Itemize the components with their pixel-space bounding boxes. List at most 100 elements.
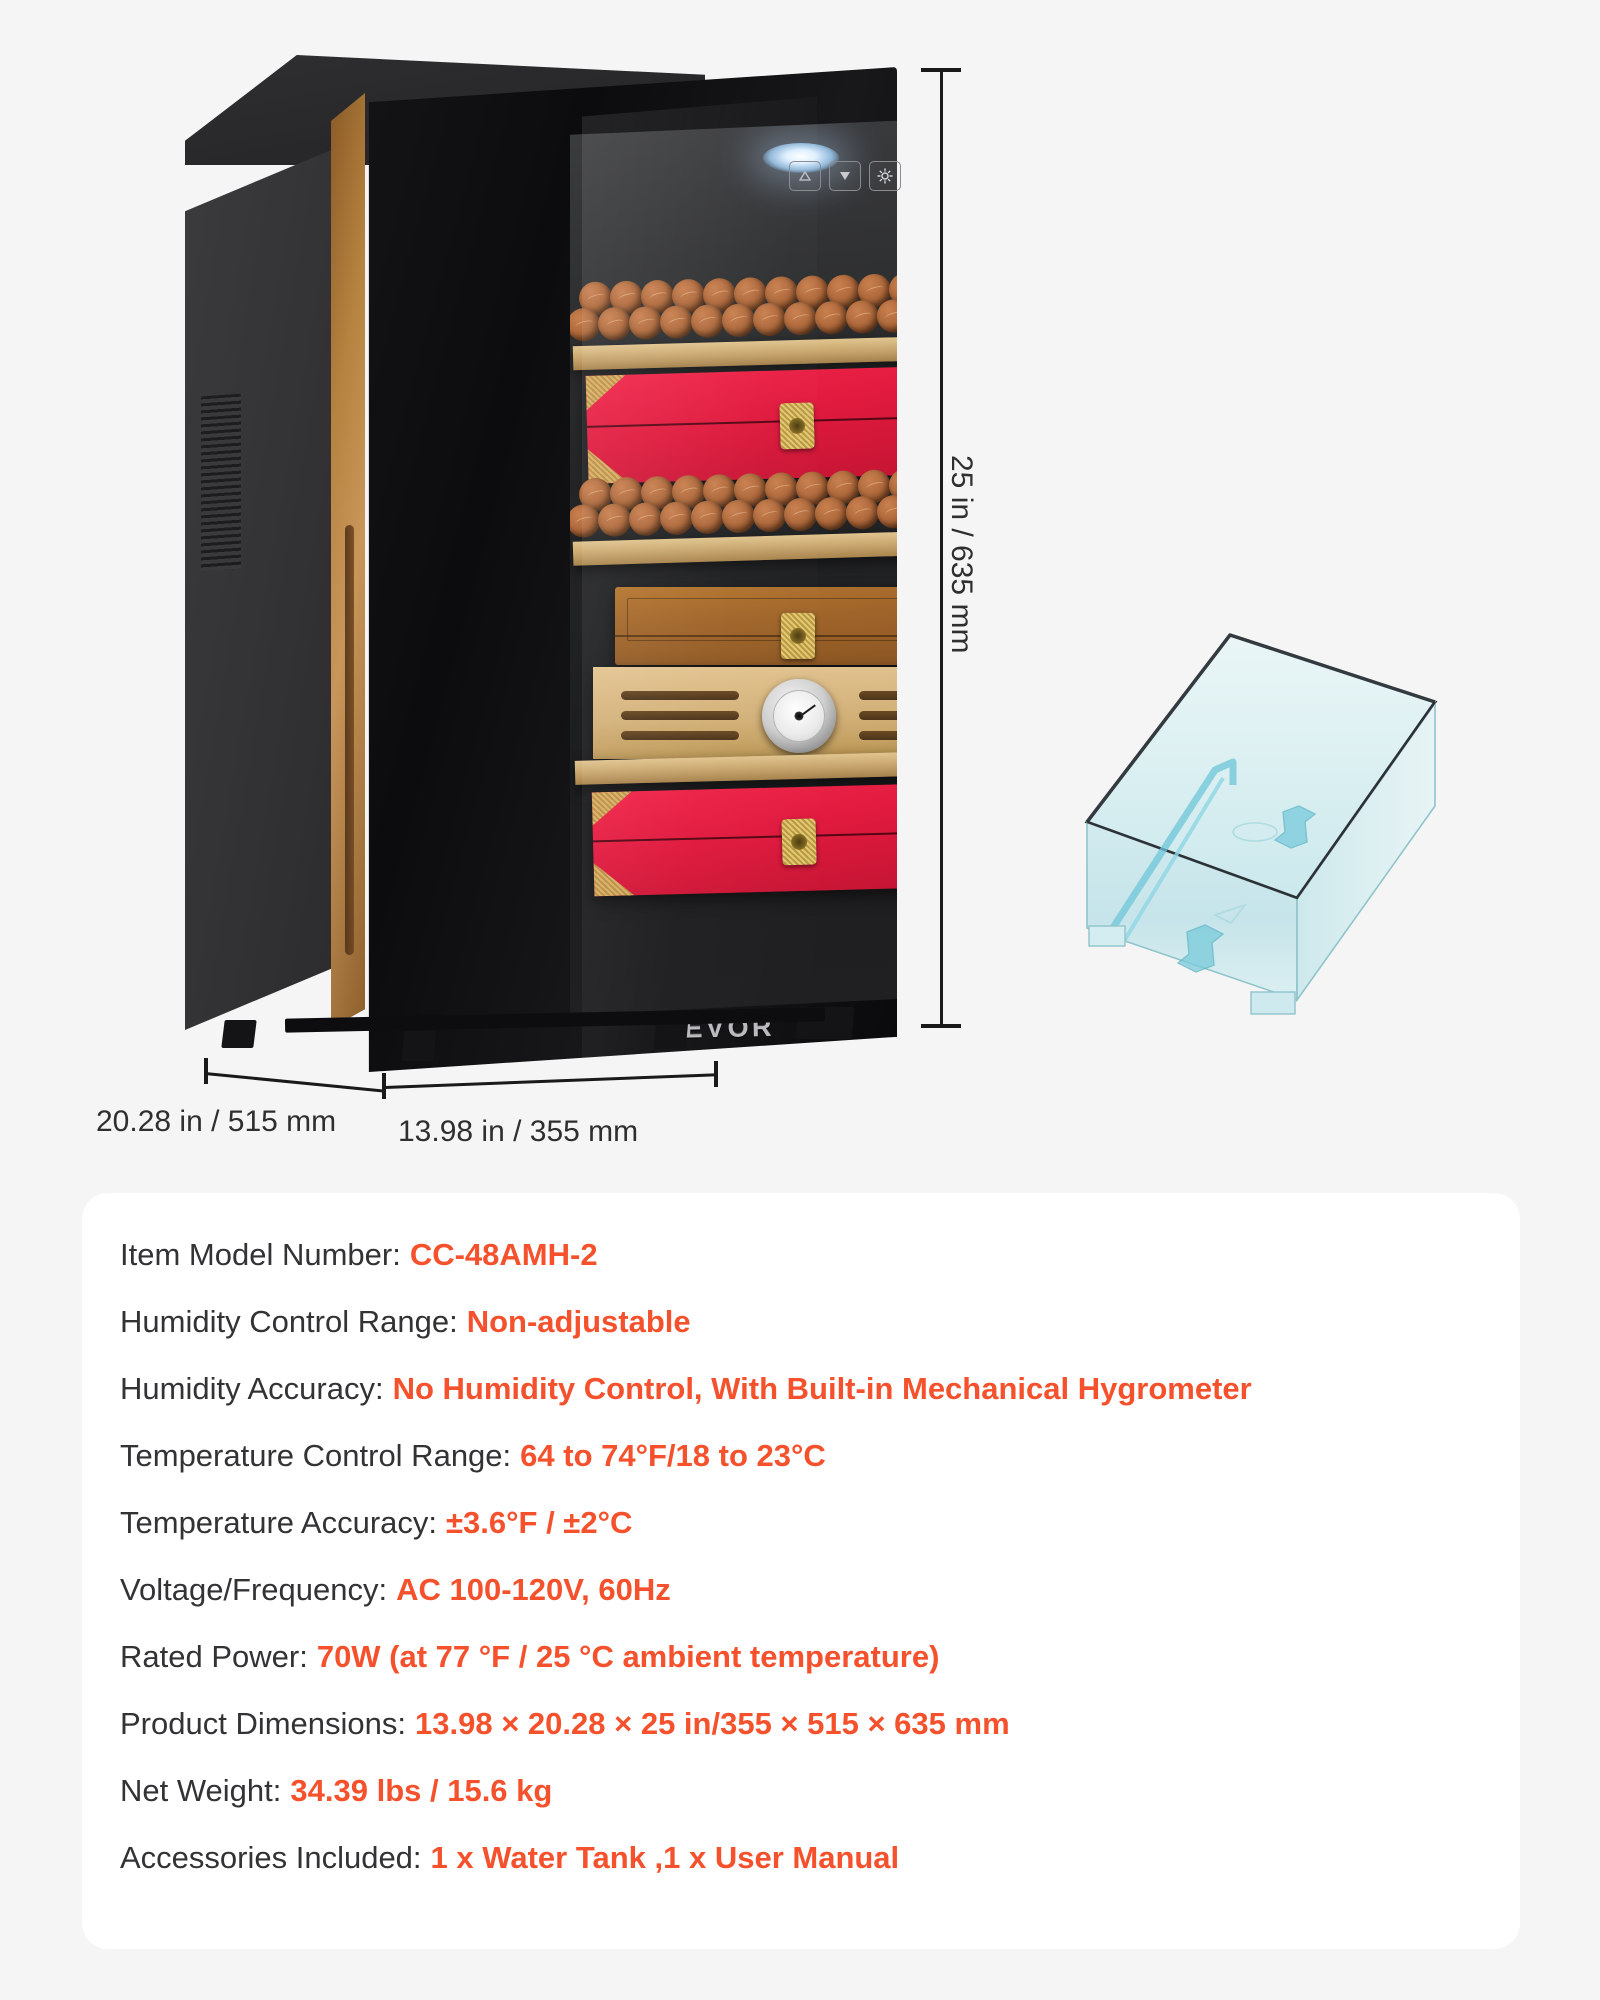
- spec-label: Humidity Accuracy:: [120, 1371, 384, 1406]
- arrow-up-icon: [799, 171, 811, 181]
- box-inlay: [627, 598, 897, 641]
- depth-dimension-cap-left: [204, 1058, 208, 1084]
- cigar-cabinet-image: VEVOR: [185, 55, 901, 1072]
- gold-corner-ornament: [964, 782, 1007, 887]
- spec-row-temperature-control-range: Temperature Control Range: 64 to 74°F/18…: [120, 1440, 1490, 1471]
- height-dimension-cap-top: [921, 68, 961, 72]
- spec-value: AC 100-120V, 60Hz: [396, 1572, 671, 1607]
- spec-value: 1 x Water Tank ,1 x User Manual: [430, 1840, 900, 1875]
- cigar: [659, 305, 694, 340]
- spec-value: 34.39 lbs / 15.6 kg: [290, 1773, 553, 1808]
- glass-door: [368, 67, 897, 1072]
- depth-dimension-line: [204, 1072, 385, 1093]
- height-dimension-line: [940, 68, 943, 1028]
- cabinet-foot: [401, 1031, 437, 1061]
- width-dimension-label: 13.98 in / 355 mm: [398, 1115, 639, 1148]
- cigar: [628, 305, 663, 340]
- spec-label: Net Weight:: [120, 1773, 282, 1808]
- led-light-icon: [763, 143, 839, 173]
- specification-card: Item Model Number: CC-48AMH-2 Humidity C…: [82, 1193, 1520, 1949]
- ventilation-grille-icon: [201, 393, 241, 572]
- cigar: [752, 302, 787, 337]
- spec-value: Non-adjustable: [466, 1304, 691, 1339]
- product-photo-area: VEVOR 25 in / 635 mm 20.28 in / 515 mm 1…: [0, 0, 1600, 1160]
- width-dimension-line: [384, 1073, 718, 1089]
- temp-up-button[interactable]: [789, 161, 821, 191]
- hygrometer-hub: [794, 711, 804, 721]
- spec-value: 64 to 74°F/18 to 23°C: [520, 1438, 826, 1473]
- spec-value: ±3.6°F / ±2°C: [446, 1505, 633, 1540]
- cabinet-interior: [570, 115, 1007, 1015]
- gold-clasp-icon: [779, 402, 815, 450]
- spec-label: Product Dimensions:: [120, 1706, 407, 1741]
- depth-dimension-cap-right: [382, 1073, 386, 1099]
- water-tank-icon: [1084, 633, 1438, 1015]
- vent-slat: [621, 731, 739, 740]
- spec-row-accessories-included: Accessories Included: 1 x Water Tank ,1 …: [120, 1842, 1490, 1873]
- cigar: [845, 299, 880, 334]
- spec-row-item-model-number: Item Model Number: CC-48AMH-2: [120, 1239, 1490, 1270]
- temp-down-button[interactable]: [829, 161, 861, 191]
- spec-label: Temperature Accuracy:: [120, 1505, 438, 1540]
- red-humidor-box: [591, 781, 1007, 897]
- mechanical-hygrometer-icon: [762, 678, 836, 753]
- gold-clasp-icon: [781, 612, 815, 659]
- cabinet-foot: [653, 1021, 689, 1049]
- control-panel[interactable]: [789, 157, 914, 195]
- interior-light-button[interactable]: [869, 161, 901, 191]
- light-bulb-icon: [877, 168, 893, 184]
- spec-label: Accessories Included:: [120, 1840, 422, 1875]
- spec-row-rated-power: Rated Power: 70W (at 77 °F / 25 °C ambie…: [120, 1641, 1490, 1672]
- spec-value: 13.98 × 20.28 × 25 in/355 × 515 × 635 mm: [415, 1706, 1010, 1741]
- cigar: [845, 495, 880, 530]
- cigar: [783, 301, 818, 336]
- spec-label: Temperature Control Range:: [120, 1438, 512, 1473]
- box-lid-seam: [615, 635, 897, 638]
- cigar: [659, 501, 694, 536]
- gold-corner-ornament: [592, 791, 635, 896]
- door-handle-groove: [345, 525, 354, 955]
- spec-value: No Humidity Control, With Built-in Mecha…: [392, 1371, 1252, 1406]
- cigar: [570, 504, 601, 538]
- cigar: [876, 299, 897, 333]
- wooden-humidor-box: [615, 587, 897, 665]
- cabinet-left-side-panel: [185, 140, 355, 1030]
- hygrometer-dial: [773, 689, 825, 742]
- spec-label: Item Model Number:: [120, 1237, 401, 1272]
- width-dimension-cap-right: [714, 1061, 718, 1087]
- cigar: [690, 500, 725, 535]
- cigar: [814, 496, 849, 531]
- height-dimension-label: 25 in / 635 mm: [945, 455, 978, 654]
- depth-dimension-label: 20.28 in / 515 mm: [96, 1105, 337, 1138]
- vent-slat: [621, 711, 739, 720]
- vent-slat: [621, 691, 739, 700]
- vent-slat: [859, 711, 897, 720]
- cigar: [907, 494, 941, 528]
- cigar: [721, 499, 756, 534]
- specification-list: Item Model Number: CC-48AMH-2 Humidity C…: [120, 1239, 1490, 1909]
- spec-row-humidity-control-range: Humidity Control Range: Non-adjustable: [120, 1306, 1490, 1337]
- cigar: [938, 297, 972, 331]
- cigar: [752, 498, 787, 533]
- cigar: [919, 272, 953, 306]
- height-dimension-cap-bottom: [921, 1024, 961, 1028]
- spec-row-product-dimensions: Product Dimensions: 13.98 × 20.28 × 25 i…: [120, 1708, 1490, 1739]
- spec-row-humidity-accuracy: Humidity Accuracy: No Humidity Control, …: [120, 1373, 1490, 1404]
- arrow-down-icon: [840, 172, 850, 180]
- cigar: [570, 307, 601, 342]
- cigar: [597, 503, 632, 538]
- cigar: [597, 306, 632, 341]
- cigar: [721, 303, 756, 338]
- cigar: [814, 300, 849, 335]
- gold-corner-ornament: [586, 375, 629, 484]
- slatted-wood-panel: [593, 667, 897, 759]
- spec-label: Voltage/Frequency:: [120, 1572, 388, 1607]
- vent-slat: [859, 731, 897, 740]
- spec-row-net-weight: Net Weight: 34.39 lbs / 15.6 kg: [120, 1775, 1490, 1806]
- spec-row-voltage-frequency: Voltage/Frequency: AC 100-120V, 60Hz: [120, 1574, 1490, 1605]
- cigar: [628, 502, 663, 537]
- cigar: [907, 298, 941, 332]
- cigar: [783, 497, 818, 532]
- spec-label: Humidity Control Range:: [120, 1304, 458, 1339]
- water-tank-accessory: [1065, 610, 1455, 1050]
